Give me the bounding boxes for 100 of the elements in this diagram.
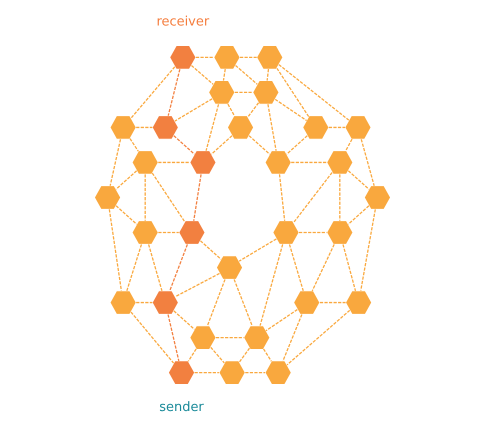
node-hexagon	[168, 360, 195, 385]
node-hexagon	[344, 115, 372, 140]
connector	[263, 348, 272, 362]
connector	[248, 135, 270, 155]
node-hexagon	[345, 290, 372, 315]
connector	[169, 244, 188, 292]
connector	[234, 279, 253, 326]
connector	[274, 98, 307, 122]
connector	[293, 172, 333, 223]
node-hexagon	[264, 360, 292, 385]
connector	[193, 174, 202, 221]
connector	[278, 174, 286, 221]
node-hexagon	[169, 45, 196, 70]
connector	[168, 69, 180, 116]
node-hexagon	[364, 185, 391, 210]
connector	[328, 126, 345, 128]
node-hexagon	[227, 115, 254, 140]
connector	[191, 65, 214, 85]
node-hexagon	[132, 150, 159, 174]
connector	[291, 162, 327, 164]
connector	[360, 209, 376, 291]
connector	[286, 310, 350, 366]
connector	[299, 232, 327, 234]
node-label: receiver	[156, 14, 210, 30]
connector	[276, 68, 310, 117]
connector	[110, 139, 122, 186]
connector	[188, 348, 197, 362]
connector	[130, 312, 174, 364]
connector	[278, 64, 350, 121]
connector	[345, 138, 353, 151]
connector	[266, 309, 298, 332]
connector	[234, 92, 253, 94]
connector	[174, 98, 212, 122]
node-hexagon	[178, 220, 206, 245]
connector	[267, 104, 277, 151]
connector	[116, 170, 138, 190]
connector	[360, 139, 375, 186]
connector	[259, 244, 284, 326]
connector	[206, 279, 226, 326]
node-hexagon	[218, 360, 246, 385]
connector	[245, 372, 266, 374]
node-hexagon	[190, 326, 216, 350]
connector	[130, 66, 176, 119]
connector	[282, 314, 302, 362]
connector	[126, 244, 142, 292]
node-hexagon	[243, 326, 270, 350]
node-hexagon	[326, 150, 354, 174]
connector	[348, 205, 370, 225]
connector	[200, 240, 222, 260]
node-hexagon	[110, 290, 136, 315]
node-hexagon	[302, 115, 330, 140]
connector	[348, 170, 370, 190]
connector	[174, 272, 220, 298]
connector	[238, 348, 250, 362]
connector	[227, 104, 235, 116]
node-hexagon	[216, 256, 243, 280]
connector	[342, 244, 356, 292]
node-hexagon	[293, 290, 320, 315]
connector	[167, 314, 180, 362]
connector	[194, 372, 219, 374]
connector	[222, 68, 226, 81]
node-hexagon	[208, 80, 236, 104]
connector	[238, 238, 277, 262]
node-label: sender	[159, 400, 204, 415]
connector	[196, 56, 214, 58]
connector	[148, 244, 163, 292]
connector	[320, 302, 346, 304]
node-hexagon	[214, 45, 240, 70]
connector	[158, 162, 190, 164]
connector	[235, 65, 258, 85]
node-hexagon	[110, 115, 136, 140]
connector	[247, 102, 260, 118]
connector	[152, 172, 186, 222]
connector	[136, 126, 152, 128]
connector	[312, 244, 335, 292]
connector	[158, 232, 179, 234]
connector	[144, 174, 146, 221]
node-hexagon	[264, 150, 292, 174]
connector	[286, 135, 308, 155]
connector	[108, 209, 122, 291]
node-hexagon	[94, 185, 121, 210]
connector	[266, 68, 270, 81]
connector	[216, 336, 244, 338]
connector	[210, 346, 225, 364]
node-hexagon	[326, 220, 354, 245]
connector	[129, 138, 139, 152]
connector	[116, 205, 138, 225]
node-hexagon	[256, 45, 284, 70]
connector	[136, 302, 152, 304]
connector	[173, 135, 195, 155]
connector	[173, 310, 195, 330]
node-hexagon	[252, 80, 280, 104]
connector	[339, 174, 340, 221]
connector	[211, 135, 232, 155]
connector	[205, 104, 220, 151]
node-hexagon	[152, 115, 179, 140]
node-hexagon	[132, 220, 159, 245]
node-hexagon	[272, 220, 300, 245]
node-hexagon	[190, 150, 216, 174]
node-hexagon	[152, 290, 179, 315]
